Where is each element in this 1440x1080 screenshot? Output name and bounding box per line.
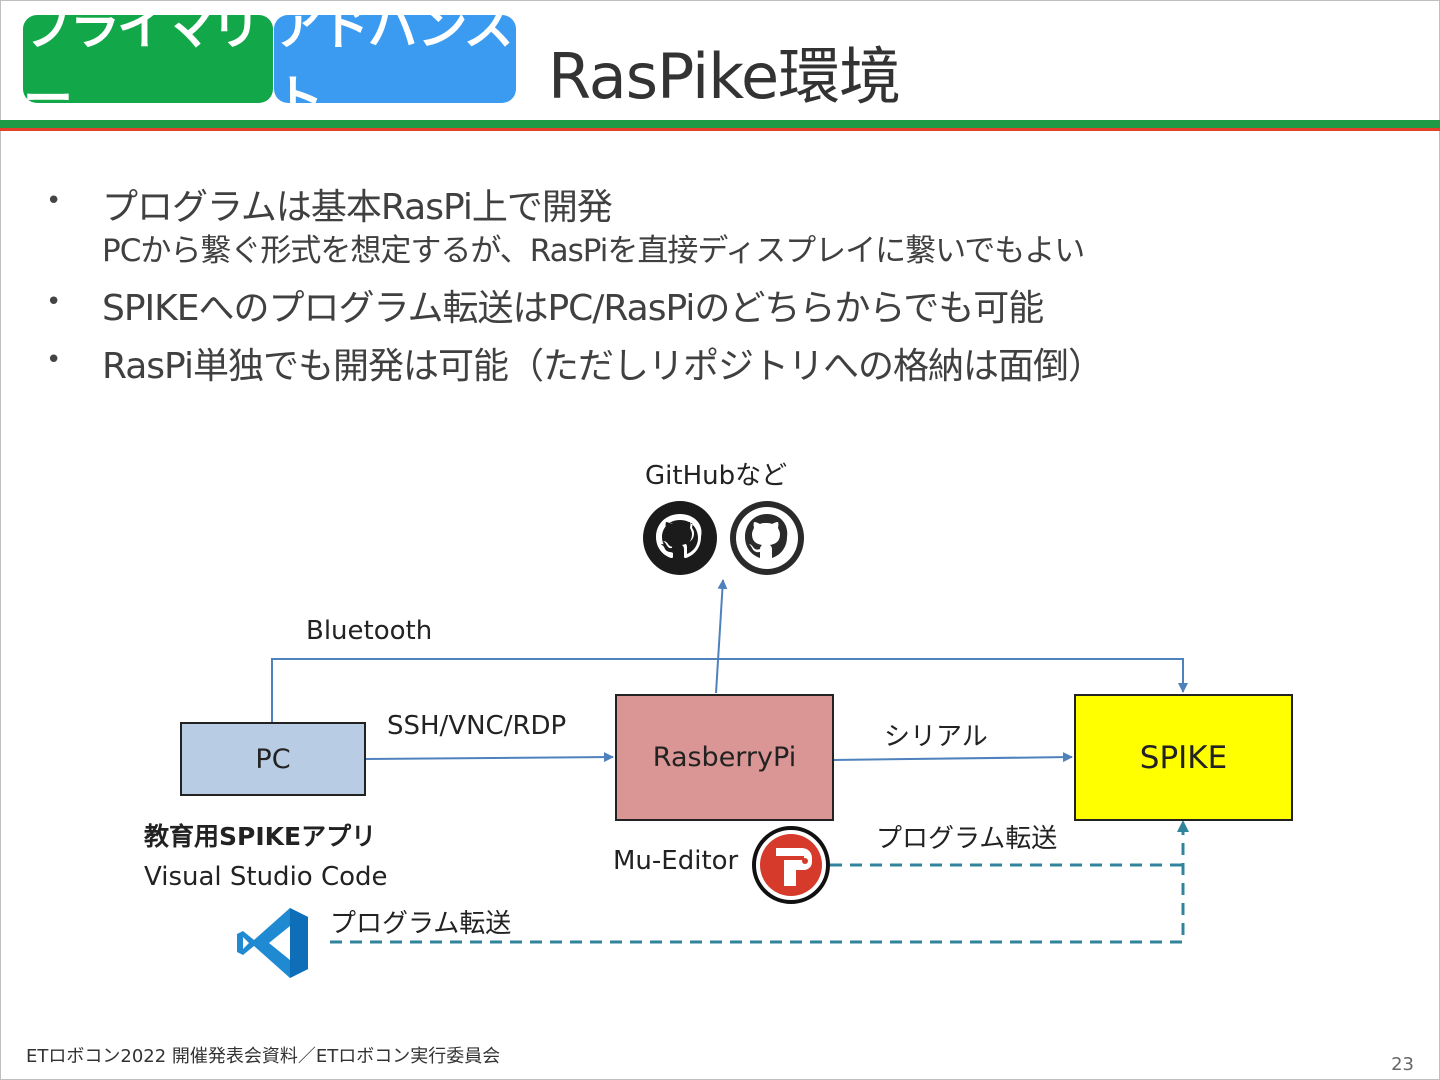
bullet-marker: • [46, 345, 62, 375]
pc-app-vscode: Visual Studio Code [144, 862, 388, 892]
bullet-3-text: RasPi単独でも開発は可能（ただしリポジトリへの格納は面倒） [102, 346, 1104, 387]
pc-app-spike: 教育用SPIKEアプリ [144, 822, 377, 851]
bluetooth-label: Bluetooth [306, 616, 433, 646]
bullet-marker: • [46, 287, 62, 317]
ssh-label: SSH/VNC/RDP [387, 711, 567, 741]
bluetooth-line [271, 658, 1188, 722]
bullet-marker: • [46, 186, 62, 216]
footer-text: ETロボコン2022 開催発表会資料／ETロボコン実行委員会 [26, 1046, 501, 1067]
page-number: 23 [1391, 1054, 1414, 1075]
pc-node-label: PC [255, 743, 291, 775]
rpi-transfer-label: プログラム転送 [876, 824, 1058, 854]
repo-label: GitHubなど [645, 461, 788, 491]
spike-node-label: SPIKE [1139, 739, 1228, 776]
mu-editor-icon [752, 826, 830, 904]
header-rule-red [0, 128, 1440, 131]
github-icon [643, 501, 717, 575]
repo-arrow [715, 579, 728, 694]
slide-title: RasPike環境 [548, 40, 901, 113]
raspberrypi-node-label: RasberryPi [652, 742, 797, 773]
bullet-1-text: プログラムは基本RasPi上で開発 [102, 187, 613, 228]
ssh-arrow [363, 752, 614, 763]
bullet-2-text: SPIKEへのプログラム転送はPC/RasPiのどちらからでも可能 [102, 288, 1044, 329]
pc-transfer-label: プログラム転送 [330, 909, 512, 939]
header-rule-green [0, 120, 1440, 128]
spike-node: SPIKE [1074, 694, 1293, 821]
raspberrypi-node: RasberryPi [615, 694, 834, 821]
bullet-1-subtext: PCから繋ぐ形式を想定するが、RasPiを直接ディスプレイに繋いでもよい [102, 233, 1085, 269]
mu-editor-label: Mu-Editor [613, 846, 739, 876]
github-octocat-icon [730, 501, 804, 575]
pc-node: PC [180, 722, 366, 796]
serial-arrow [831, 752, 1073, 763]
vscode-icon [237, 908, 308, 978]
serial-label: シリアル [884, 722, 988, 752]
pc-transfer-dashed [330, 820, 1189, 944]
